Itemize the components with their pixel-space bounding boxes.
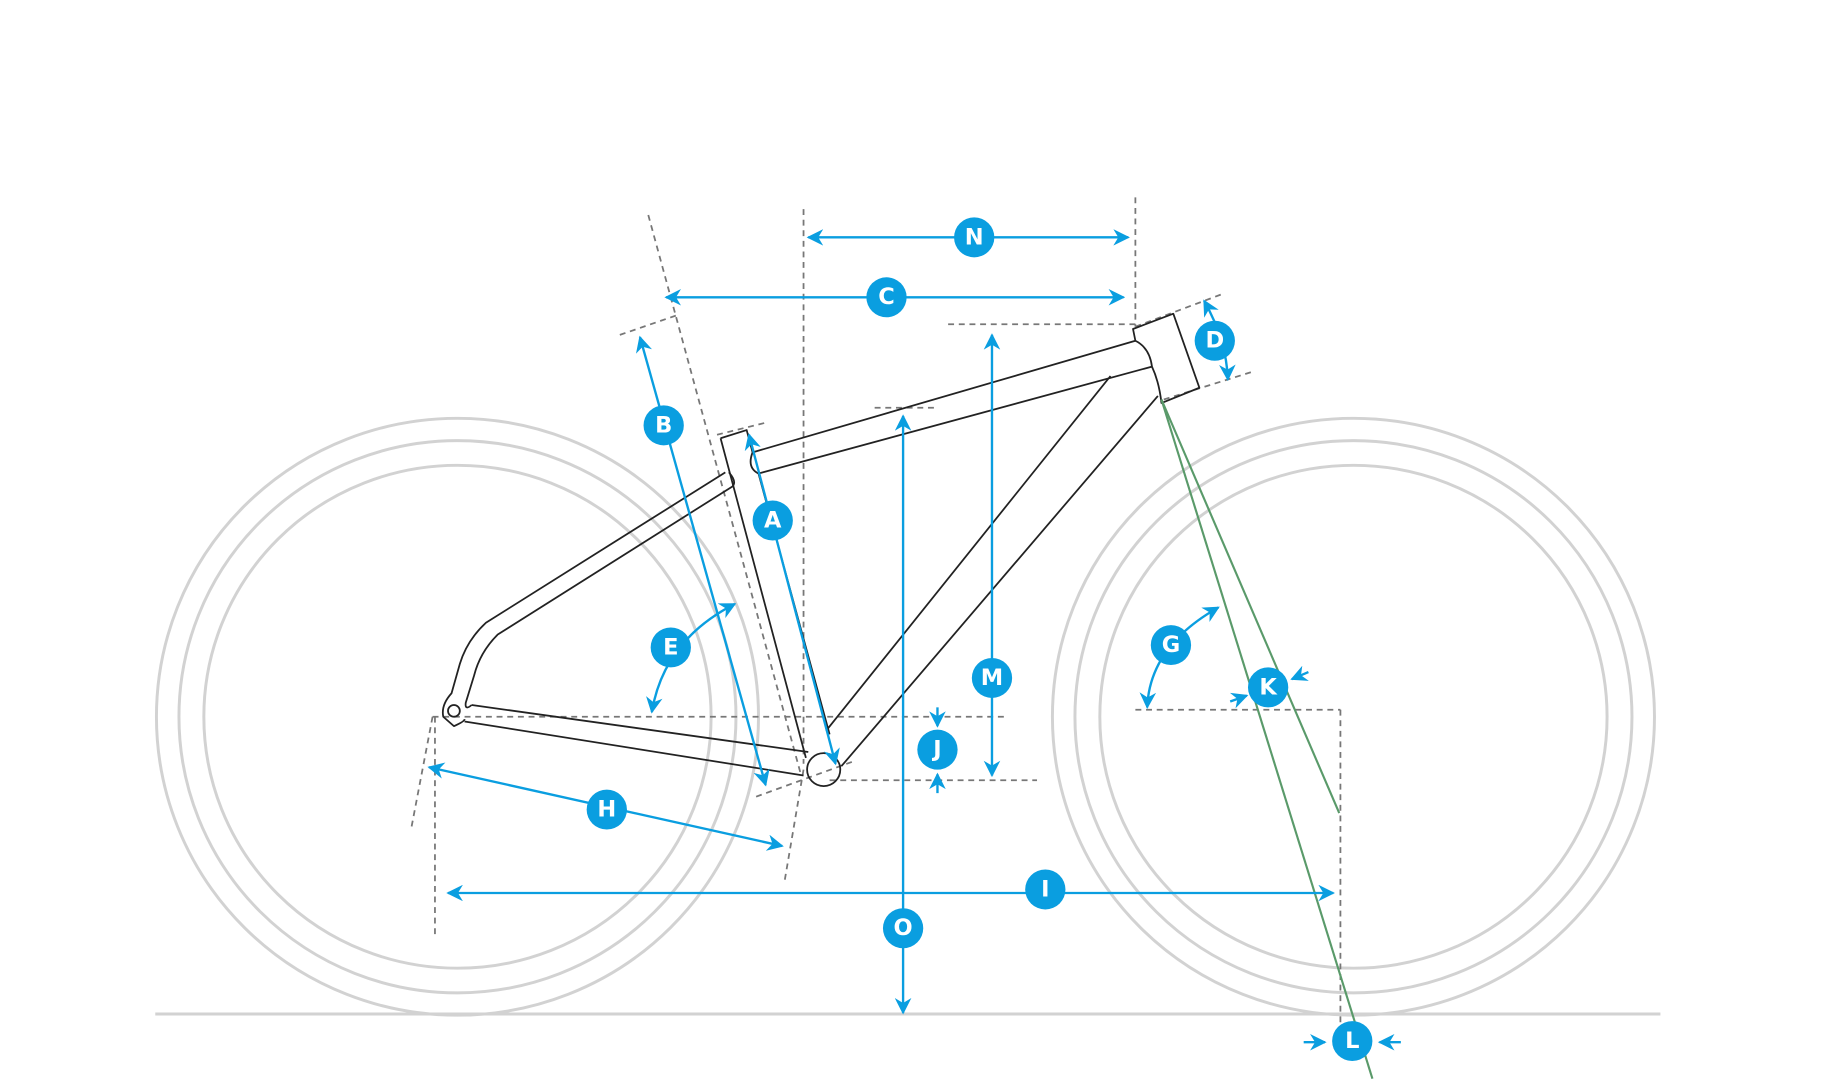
label-c-text: C — [878, 284, 895, 310]
label-m-text: M — [981, 665, 1003, 691]
label-d: D — [1194, 320, 1235, 361]
label-a-text: A — [764, 508, 782, 534]
label-d-text: D — [1205, 328, 1224, 354]
label-a: A — [752, 500, 793, 541]
label-i: I — [1025, 869, 1066, 910]
label-o: O — [882, 908, 924, 949]
label-n-text: N — [965, 224, 984, 250]
fork — [1160, 399, 1374, 1079]
rear-dropout — [447, 704, 461, 718]
label-b: B — [643, 405, 684, 446]
label-j-text: J — [931, 737, 941, 763]
label-k: K — [1247, 667, 1289, 708]
top-tube — [752, 339, 1153, 475]
label-o-text: O — [894, 915, 913, 941]
label-h: H — [586, 789, 627, 830]
label-l: L — [1332, 1021, 1373, 1062]
head-tube — [1132, 312, 1201, 404]
label-c: C — [866, 277, 907, 318]
bottom-bracket — [806, 752, 842, 787]
label-e: E — [650, 627, 691, 668]
label-j: J — [917, 729, 958, 770]
label-h-text: H — [597, 797, 616, 823]
front-wheel — [1050, 416, 1656, 1017]
seatstay — [441, 471, 736, 728]
bike-frame — [441, 312, 1201, 787]
label-g-text: G — [1162, 632, 1180, 658]
label-m: M — [971, 658, 1013, 698]
label-n: N — [954, 217, 995, 258]
label-g: G — [1150, 625, 1192, 666]
label-k-text: K — [1259, 674, 1278, 700]
label-l-text: L — [1345, 1028, 1359, 1054]
label-i-text: I — [1041, 877, 1049, 903]
label-b-text: B — [655, 412, 672, 438]
label-e-text: E — [663, 634, 678, 660]
